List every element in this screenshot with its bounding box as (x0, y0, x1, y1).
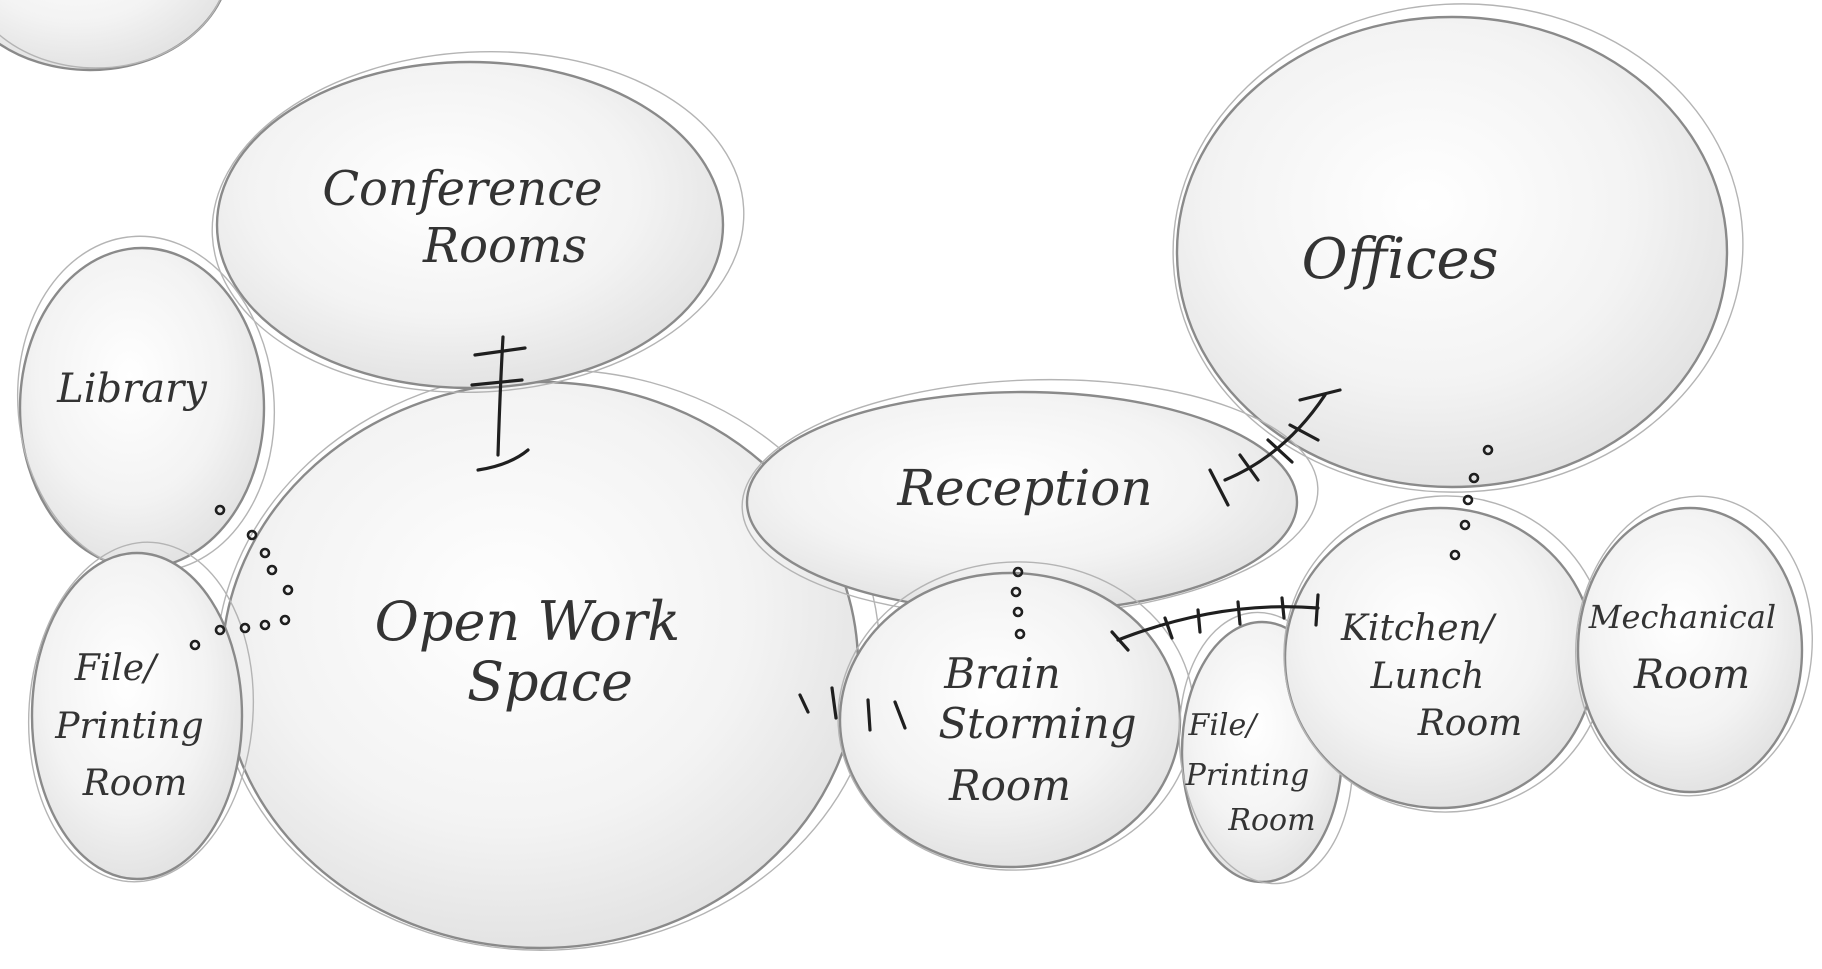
connector-library-open-work (214, 504, 294, 596)
label-offices: Offices (1302, 227, 1499, 292)
label-conference-rooms: Conference Rooms (322, 161, 607, 274)
bubble-offices: Offices (1172, 3, 1744, 493)
connector-reception-brainstorm (1010, 566, 1026, 640)
bubble-kitchen-lunch-room: Kitchen/ Lunch Room (1283, 495, 1609, 813)
connector-reception-offices (1208, 388, 1342, 507)
bubble-open-work-space: Open Work Space (215, 369, 881, 951)
label-library: Library (56, 366, 208, 412)
label-kitchen-lunch-room: Kitchen/ Lunch Room (1340, 608, 1522, 744)
bubble-conference-rooms: Conference Rooms (211, 50, 745, 394)
connector-file-left-open-work (189, 614, 291, 651)
connector-open-work-brainstorm (798, 686, 907, 732)
label-mechanical-room: Mechanical Room (1588, 598, 1781, 698)
label-file-printing-left: File/ Printing Room (54, 648, 208, 804)
label-file-printing-mid: File/ Printing Room (1185, 708, 1316, 838)
label-brainstorming-room: Brain Storming Room (938, 649, 1141, 810)
bubble-partial-corner (0, 0, 222, 72)
bubble-library: Library (16, 235, 276, 573)
connector-conference-open-work (470, 335, 530, 472)
label-reception: Reception (896, 459, 1152, 517)
connector-brainstorm-kitchen (1110, 593, 1320, 652)
bubble-file-printing-left: File/ Printing Room (27, 541, 255, 883)
bubble-mechanical-room: Mechanical Room (1575, 495, 1813, 797)
label-open-work-space: Open Work Space (375, 590, 686, 713)
bubble-brainstorming-room: Brain Storming Room (837, 561, 1195, 871)
connector-offices-kitchen (1449, 444, 1494, 561)
